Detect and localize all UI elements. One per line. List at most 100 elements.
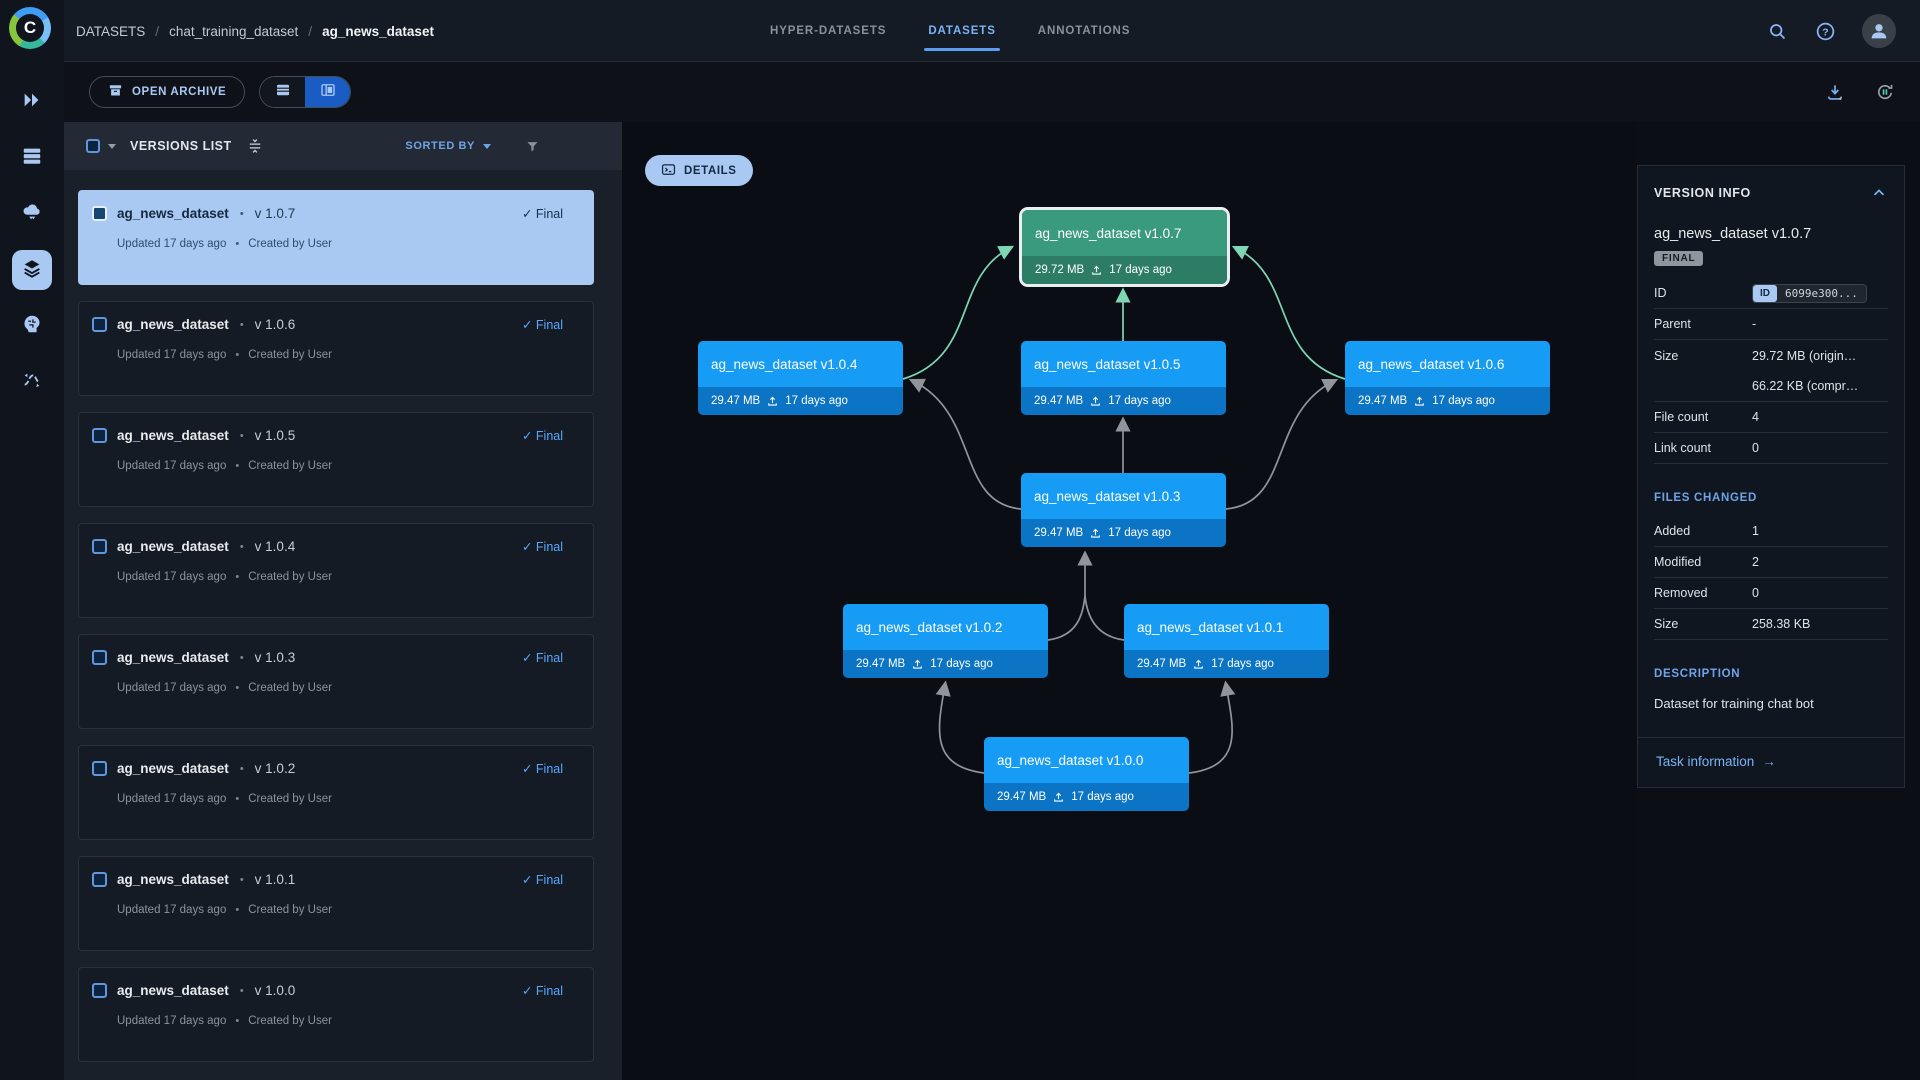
node-age: 17 days ago	[1211, 658, 1274, 670]
bullet-separator: •	[235, 904, 240, 916]
toolbar: OPEN ARCHIVE	[64, 62, 1920, 122]
upload-icon	[1413, 395, 1426, 408]
version-list-item[interactable]: ag_news_dataset•v 1.0.1FinalUpdated 17 d…	[78, 856, 594, 951]
table-view-button[interactable]	[260, 77, 305, 107]
breadcrumb: DATASETS/chat_training_dataset/ag_news_d…	[76, 0, 434, 62]
version-checkbox[interactable]	[92, 539, 107, 554]
bullet-separator: •	[239, 207, 244, 220]
download-icon[interactable]	[1824, 81, 1846, 103]
id-badge: ID	[1753, 284, 1777, 302]
bullet-separator: •	[239, 651, 244, 664]
node-label: ag_news_dataset v1.0.4	[698, 341, 903, 387]
search-icon[interactable]	[1766, 20, 1788, 42]
final-status: Final	[522, 206, 563, 221]
details-terminal-icon	[661, 162, 676, 180]
help-icon[interactable]: ?	[1814, 20, 1836, 42]
clearml-logo[interactable]: C	[9, 7, 51, 49]
sidebar-item-pipelines[interactable]	[12, 362, 52, 402]
graph-edges	[902, 245, 1346, 774]
version-checkbox[interactable]	[92, 983, 107, 998]
version-list-item[interactable]: ag_news_dataset•v 1.0.0FinalUpdated 17 d…	[78, 967, 594, 1062]
breadcrumb-item: ag_news_dataset	[322, 23, 434, 39]
created-by-text: Created by User	[248, 349, 332, 361]
version-checkbox[interactable]	[92, 650, 107, 665]
bullet-separator: •	[239, 762, 244, 775]
auto-refresh-icon[interactable]	[1874, 81, 1896, 103]
collapse-panel-icon[interactable]	[1870, 184, 1888, 202]
brain-icon	[21, 313, 43, 340]
app-sidebar: C	[0, 0, 64, 1080]
version-checkbox[interactable]	[92, 872, 107, 887]
versions-list-header: VERSIONS LIST SORTED BY	[64, 122, 622, 170]
version-checkbox[interactable]	[92, 206, 107, 221]
version-checkbox[interactable]	[92, 428, 107, 443]
created-by-text: Created by User	[248, 793, 332, 805]
versions-panel: VERSIONS LIST SORTED BY ag_news_dataset•…	[64, 122, 622, 1080]
view-toggle	[259, 76, 351, 108]
version-list-item[interactable]: ag_news_dataset•v 1.0.5FinalUpdated 17 d…	[78, 412, 594, 507]
version-checkbox[interactable]	[92, 761, 107, 776]
collapse-rows-icon[interactable]	[246, 137, 264, 155]
filter-icon[interactable]	[525, 139, 540, 154]
pipeline-icon	[21, 369, 43, 396]
graph-edge	[1047, 595, 1086, 641]
split-view-button[interactable]	[305, 77, 350, 107]
version-list-item[interactable]: ag_news_dataset•v 1.0.3FinalUpdated 17 d…	[78, 634, 594, 729]
archive-icon	[108, 83, 123, 101]
version-number: v 1.0.2	[254, 761, 296, 776]
bullet-separator: •	[239, 984, 244, 997]
tab-annotations[interactable]: ANNOTATIONS	[1037, 25, 1131, 37]
version-list-item[interactable]: ag_news_dataset•v 1.0.2FinalUpdated 17 d…	[78, 745, 594, 840]
breadcrumb-item[interactable]: chat_training_dataset	[169, 23, 299, 39]
sidebar-item-projects[interactable]	[12, 82, 52, 122]
select-dropdown-caret[interactable]	[108, 143, 116, 149]
sidebar-item-storage[interactable]	[12, 194, 52, 234]
upload-icon	[1192, 658, 1205, 671]
version-list-item[interactable]: ag_news_dataset•v 1.0.7FinalUpdated 17 d…	[78, 190, 594, 285]
row-value: 66.22 KB (compr…	[1752, 379, 1859, 393]
sidebar-item-models[interactable]	[12, 306, 52, 346]
final-status: Final	[522, 983, 563, 998]
upload-icon	[766, 395, 779, 408]
sorted-by-button[interactable]: SORTED BY	[405, 140, 491, 152]
open-archive-button[interactable]: OPEN ARCHIVE	[89, 76, 246, 108]
details-button[interactable]: DETAILS	[645, 155, 753, 186]
breadcrumb-item[interactable]: DATASETS	[76, 23, 146, 39]
tab-datasets[interactable]: DATASETS	[924, 0, 1001, 62]
version-name: ag_news_dataset	[117, 983, 229, 998]
select-all-checkbox[interactable]	[86, 139, 100, 153]
sidebar-item-workers[interactable]	[12, 138, 52, 178]
main-tabs: HYPER-DATASETS DATASETS ANNOTATIONS	[770, 0, 1130, 62]
created-by-text: Created by User	[248, 238, 332, 250]
files-changed-header: FILES CHANGED	[1654, 492, 1758, 504]
version-list-item[interactable]: ag_news_dataset•v 1.0.6FinalUpdated 17 d…	[78, 301, 594, 396]
updated-text: Updated 17 days ago	[117, 571, 227, 583]
row-label: Link count	[1654, 441, 1711, 455]
cloud-sync-icon	[21, 201, 43, 228]
tab-hyper-datasets[interactable]: HYPER-DATASETS	[770, 25, 887, 37]
task-information-link[interactable]: Task information →	[1656, 754, 1776, 769]
updated-text: Updated 17 days ago	[117, 238, 227, 250]
user-avatar[interactable]	[1862, 14, 1896, 48]
sidebar-item-datasets[interactable]	[12, 250, 52, 290]
row-value: 258.38 KB	[1752, 617, 1811, 631]
version-checkbox[interactable]	[92, 317, 107, 332]
row-value: 1	[1752, 524, 1759, 538]
version-list-item[interactable]: ag_news_dataset•v 1.0.4FinalUpdated 17 d…	[78, 523, 594, 618]
updated-text: Updated 17 days ago	[117, 682, 227, 694]
